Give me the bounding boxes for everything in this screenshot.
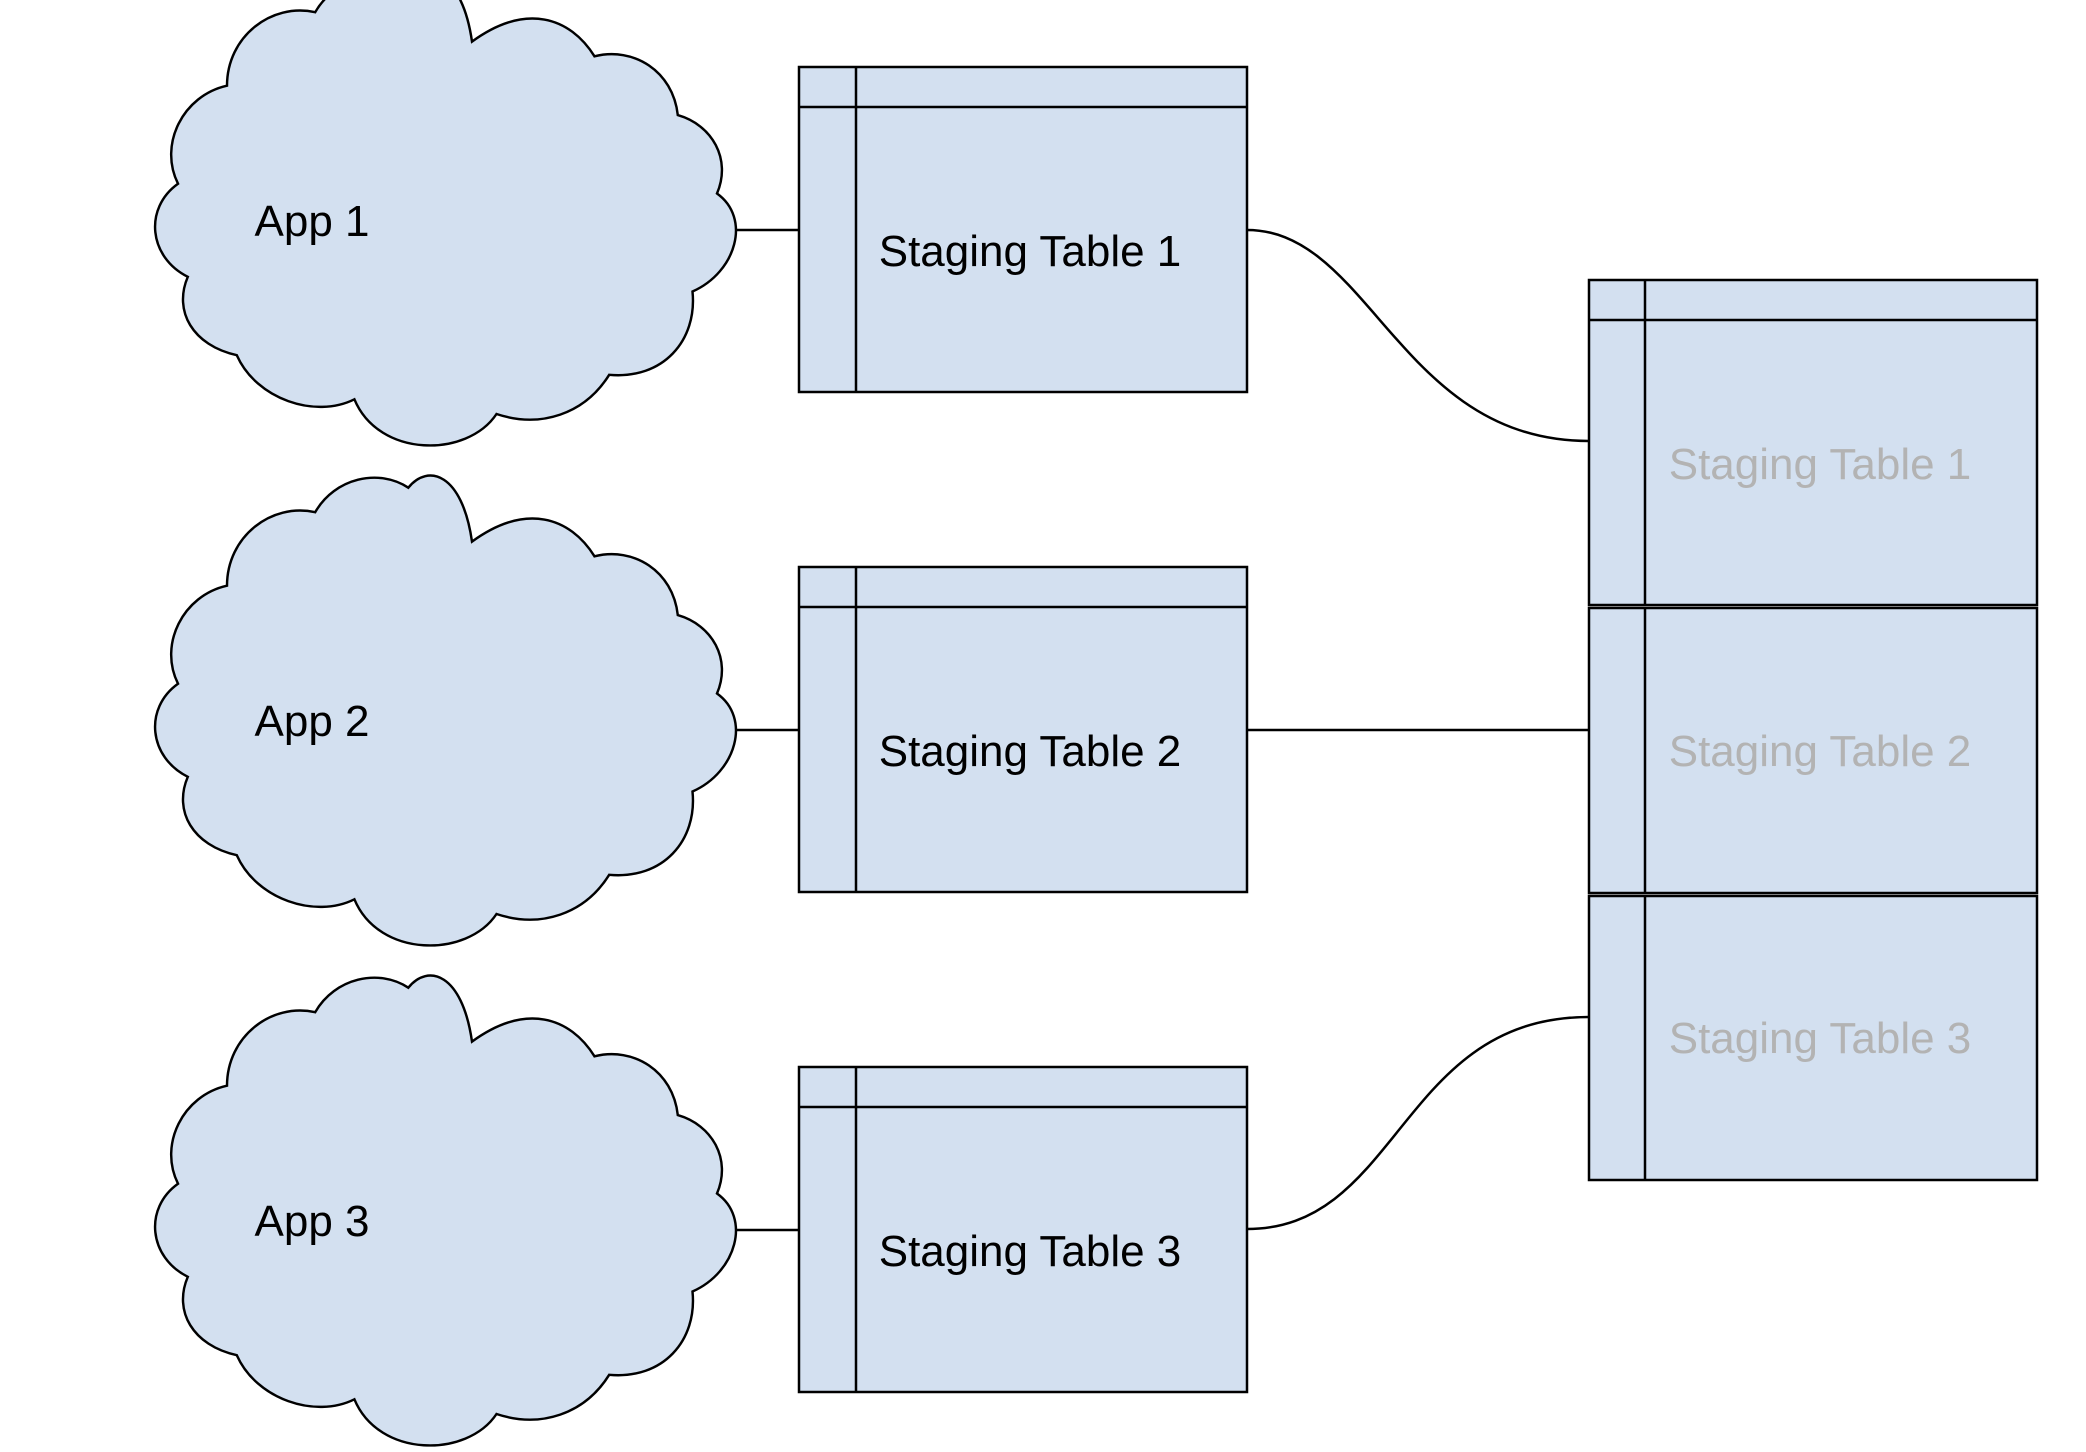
combined-section-3-label: Staging Table 3 [1669,1014,1972,1063]
combined-section-1-label: Staging Table 1 [1669,440,1972,489]
combined-table: Staging Table 1 Staging Table 2 Staging … [1587,278,2039,1182]
connector-staging1-combined [1246,228,1590,443]
staging-table-2-label: Staging Table 2 [879,727,1182,776]
combined-section-3: Staging Table 3 [1587,894,2039,1182]
combined-section-2-label: Staging Table 2 [1669,727,1972,776]
connector-staging3-combined [1246,1015,1590,1231]
staging-table-1-label: Staging Table 1 [879,227,1182,276]
app-1-cloud: App 1 [153,0,738,447]
app-3-cloud: App 3 [153,974,738,1447]
staging-table-1: Staging Table 1 [797,65,1249,394]
staging-table-2: Staging Table 2 [797,565,1249,894]
combined-section-2: Staging Table 2 [1587,606,2039,895]
app-1-label: App 1 [255,197,370,246]
staging-table-3-label: Staging Table 3 [879,1227,1182,1276]
combined-section-1: Staging Table 1 [1587,278,2039,607]
staging-table-3: Staging Table 3 [797,1065,1249,1394]
app-2-cloud: App 2 [153,474,738,947]
app-2-label: App 2 [255,697,370,746]
app-3-label: App 3 [255,1197,370,1246]
